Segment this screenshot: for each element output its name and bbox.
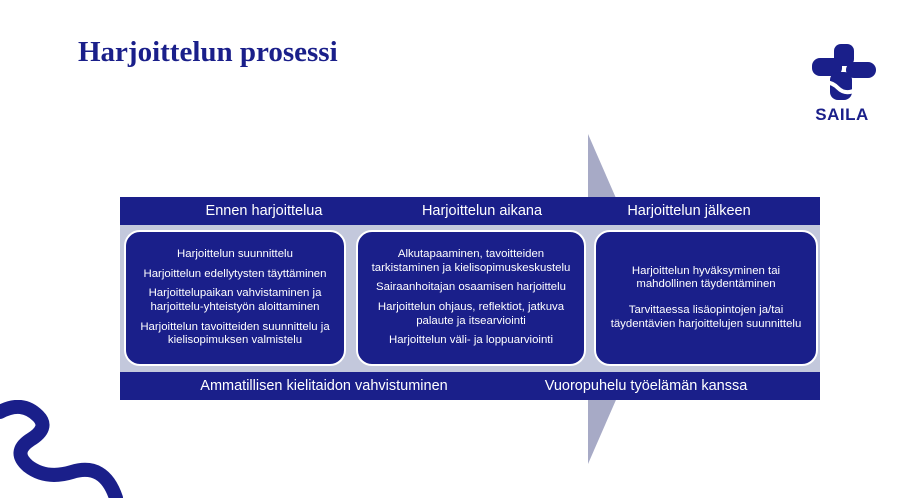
- phase-item: Harjoittelun väli- ja loppuarviointi: [389, 334, 553, 347]
- logo-text: SAILA: [815, 105, 869, 124]
- outcome-language-skills: Ammatillisen kielitaidon vahvistuminen: [200, 378, 448, 394]
- phase-item: Harjoittelun tavoitteiden suunnittelu ja…: [140, 320, 330, 347]
- phase-item: Harjoittelun suunnittelu: [177, 247, 293, 260]
- phase-header-bar: Ennen harjoittelua Harjoittelun aikana H…: [120, 197, 820, 225]
- phase-item: Harjoittelun hyväksyminen tai mahdolline…: [631, 264, 781, 291]
- page-title: Harjoittelun prosessi: [78, 36, 338, 68]
- phase-heading-during: Harjoittelun aikana: [421, 203, 543, 219]
- decorative-wave-icon: [0, 400, 123, 498]
- outcome-bar: Ammatillisen kielitaidon vahvistuminen V…: [120, 372, 820, 400]
- phase-item: Sairaanhoitajan osaamisen harjoittelu: [376, 281, 566, 294]
- phase-item: Harjoittelun ohjaus, reflektiot, jatkuva…: [377, 301, 565, 327]
- phase-box-during: Alkutapaaminen, tavoitteiden tarkistamin…: [356, 230, 586, 366]
- phase-item: Harjoittelun edellytysten täyttäminen: [143, 267, 327, 280]
- phase-heading-after: Harjoittelun jälkeen: [627, 203, 751, 219]
- saila-logo-icon: [812, 44, 876, 100]
- phase-box-after: Harjoittelun hyväksyminen tai mahdolline…: [594, 230, 818, 366]
- phase-item: Harjoittelupaikan vahvistaminen ja harjo…: [148, 287, 322, 313]
- phase-item: Tarvittaessa lisäopintojen ja/tai täyden…: [610, 304, 802, 330]
- phase-box-before: Harjoittelun suunnittelu Harjoittelun ed…: [124, 230, 346, 366]
- phase-item: Alkutapaaminen, tavoitteiden tarkistamin…: [371, 247, 571, 274]
- outcome-working-life-dialogue: Vuoropuhelu työelämän kanssa: [544, 378, 748, 394]
- phase-heading-before: Ennen harjoittelua: [205, 203, 323, 219]
